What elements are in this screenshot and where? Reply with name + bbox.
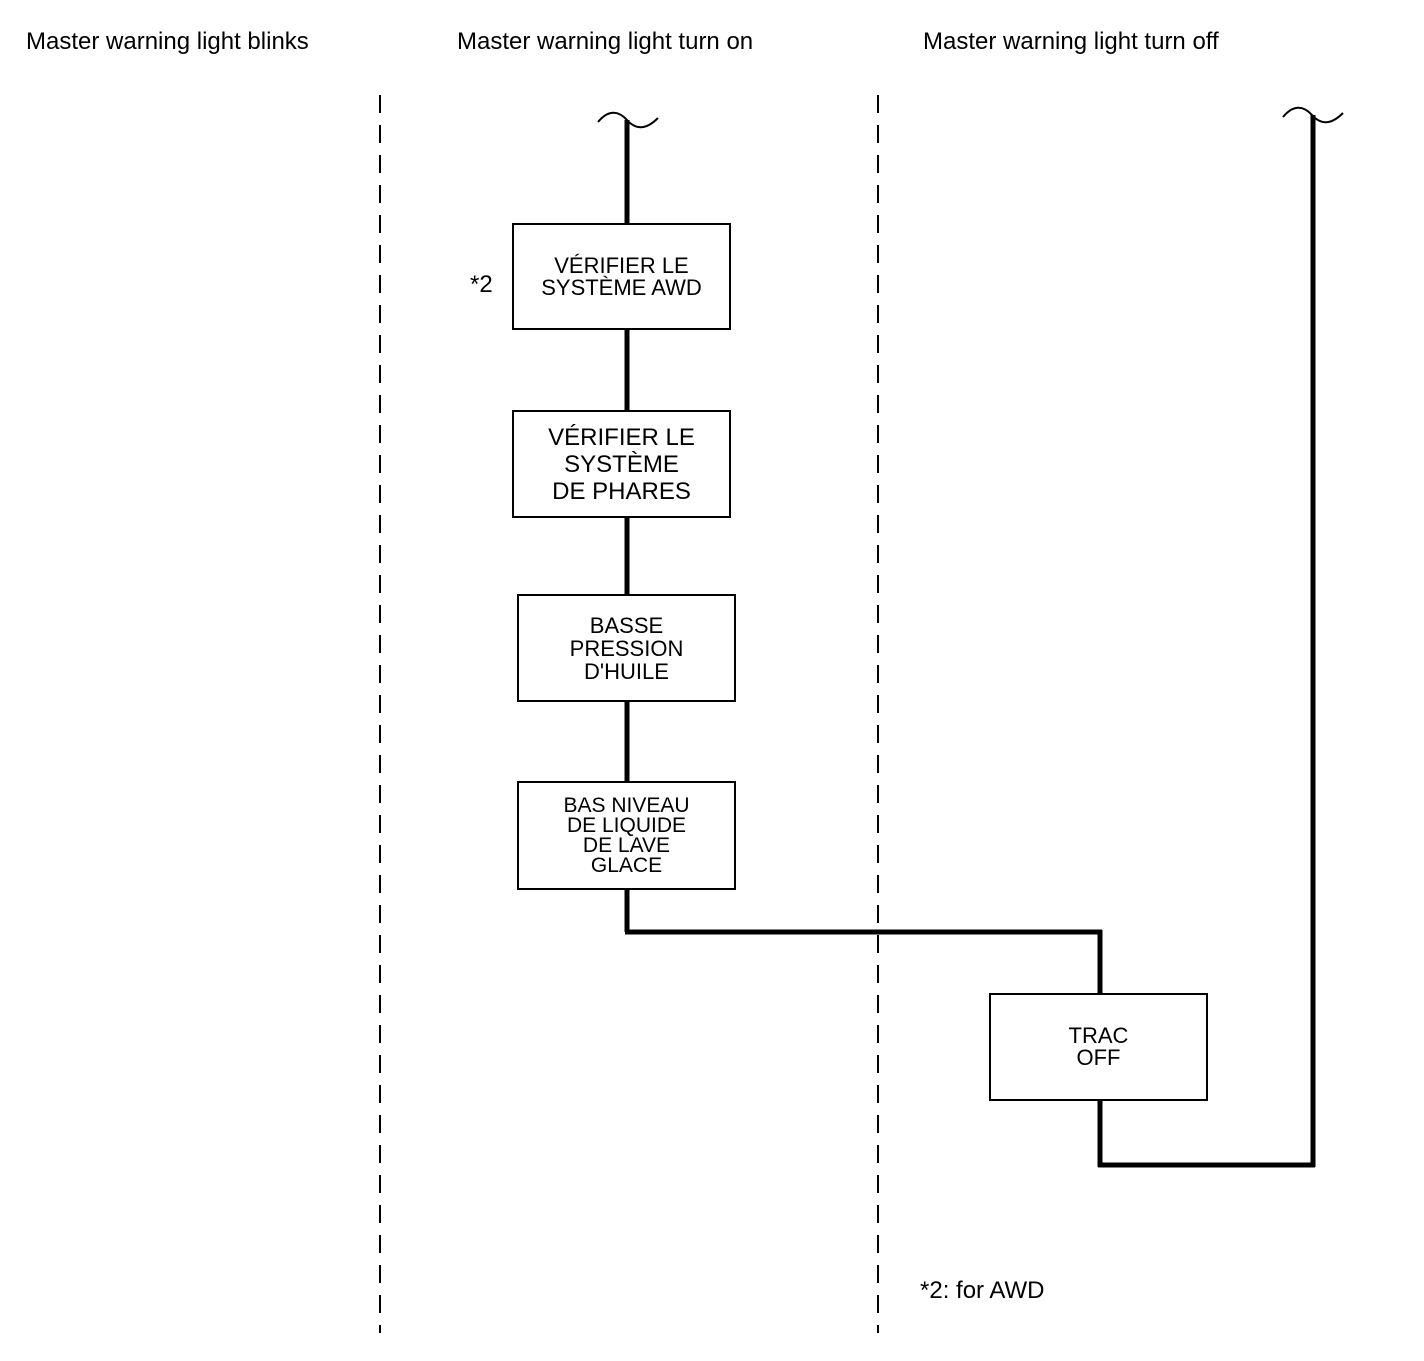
box-phares-line-3: DE PHARES — [552, 477, 691, 505]
box-phares-line-2: SYSTÈME — [564, 450, 679, 478]
box-huile: BASSE PRESSION D'HUILE — [517, 594, 736, 702]
box-huile-line-1: BASSE — [589, 612, 664, 638]
footnote: *2: for AWD — [920, 1277, 1045, 1304]
header-turn-on: Master warning light turn on — [457, 28, 754, 55]
box-lave-line-2: DE LIQUIDE — [566, 813, 686, 837]
header-turn-off: Master warning light turn off — [923, 28, 1219, 55]
box-awd-line-2: SYSTÈME AWD — [541, 274, 702, 300]
box-trac-off: TRAC OFF — [989, 993, 1208, 1101]
box-lave-line-4: GLACE — [590, 853, 663, 877]
box-huile-line-3: D'HUILE — [584, 658, 669, 684]
box-lave: BAS NIVEAU DE LIQUIDE DE LAVE GLACE — [517, 781, 736, 890]
box-trac-line-2: OFF — [1076, 1045, 1121, 1070]
box-lave-line-3: DE LAVE — [582, 833, 671, 857]
box-huile-line-2: PRESSION — [569, 635, 684, 661]
box-trac-line-1: TRAC — [1068, 1023, 1129, 1048]
box-phares: VÉRIFIER LE SYSTÈME DE PHARES — [512, 410, 731, 518]
awd-marker: *2 — [470, 271, 493, 298]
header-blinks: Master warning light blinks — [26, 28, 309, 55]
box-awd-line-1: VÉRIFIER LE — [554, 252, 689, 278]
box-phares-line-1: VÉRIFIER LE — [548, 423, 695, 451]
box-awd: VÉRIFIER LE SYSTÈME AWD — [512, 223, 731, 330]
box-lave-line-1: BAS NIVEAU — [563, 793, 690, 817]
